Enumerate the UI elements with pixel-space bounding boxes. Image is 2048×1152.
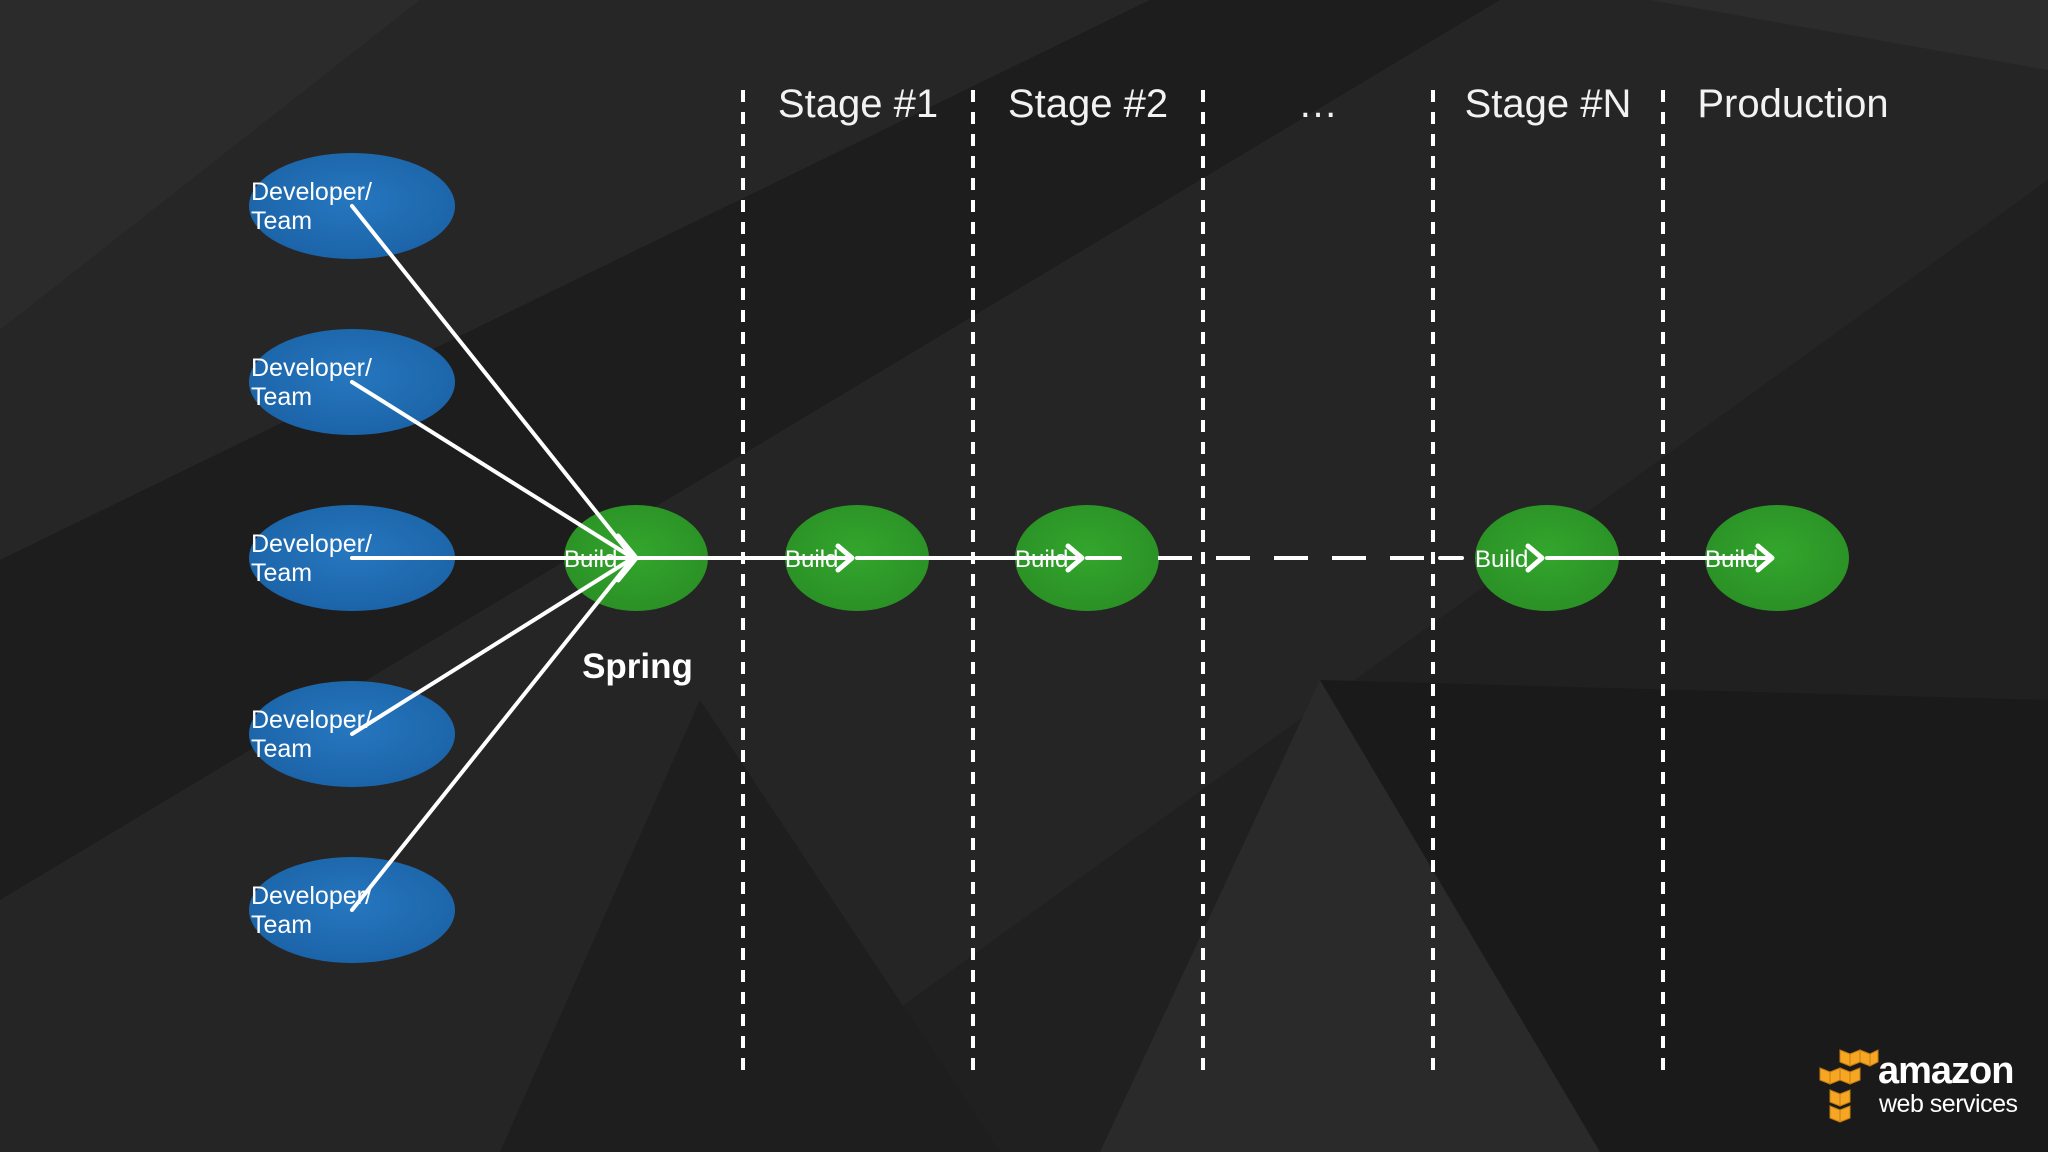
build-label: Build <box>1475 546 1529 573</box>
build-label: Build <box>564 546 618 573</box>
cube-icon <box>1819 1049 1879 1123</box>
developer-label-line1: Developer/ <box>251 530 372 558</box>
developer-label-line2: Team <box>251 735 313 763</box>
developer-label: Developer/ Team <box>251 178 372 236</box>
arrowhead-stage-1 <box>835 543 855 573</box>
build-label: Build <box>1015 546 1069 573</box>
spring-label: Spring <box>582 647 693 686</box>
developer-label-line1: Developer/ <box>251 882 372 910</box>
developer-label: Developer/ Team <box>251 706 372 764</box>
aws-logo-word: amazon <box>1878 1050 2014 1092</box>
stage-heading: Production <box>1697 82 1889 126</box>
developer-label-line2: Team <box>251 207 313 235</box>
developer-label: Developer/ Team <box>251 882 372 940</box>
connector-dev-1 <box>350 204 635 560</box>
connector-dev-4 <box>350 556 635 736</box>
developer-label: Developer/ Team <box>251 354 372 412</box>
connector-dev-2 <box>350 380 635 560</box>
arrowhead-stage-n <box>1525 543 1545 573</box>
developer-label-line1: Developer/ <box>251 354 372 382</box>
stage-heading: Stage #2 <box>1007 82 1169 126</box>
developer-label-line1: Developer/ <box>251 706 372 734</box>
developer-label-line1: Developer/ <box>251 178 372 206</box>
stage-heading: … <box>1298 82 1338 126</box>
stage-heading: Stage #N <box>1464 82 1632 126</box>
aws-logo: amazon web services <box>1818 1048 2018 1128</box>
build-label: Build <box>785 546 839 573</box>
build-node-production <box>1705 505 1849 611</box>
developer-label-line2: Team <box>251 559 313 587</box>
developer-label-line2: Team <box>251 911 313 939</box>
stage-heading: Stage #1 <box>777 82 939 126</box>
aws-logo-sub: web services <box>1879 1090 2018 1118</box>
developer-label-line2: Team <box>251 383 313 411</box>
developer-label: Developer/ Team <box>251 530 372 588</box>
arrowhead-production <box>1755 543 1775 573</box>
build-label: Build <box>1705 546 1759 573</box>
connector-dev-5 <box>350 556 635 912</box>
arrowhead-stage-2 <box>1065 543 1085 573</box>
